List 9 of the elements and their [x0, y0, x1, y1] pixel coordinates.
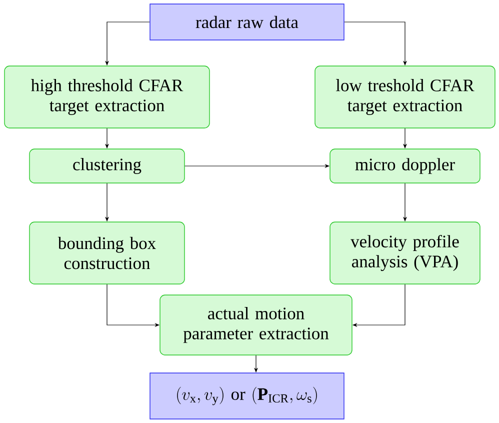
process-box: micro doppler — [330, 148, 480, 184]
process-box: low treshold CFAR target extraction — [314, 66, 496, 128]
data-box: $(v_\mathrm{x}, v_\mathrm{y})\text{ or }(\mathbf{P}_\mathrm{ICR}, \omega_\mathrm{s})$ — [150, 372, 344, 420]
process-box: bounding box construction — [29, 222, 185, 284]
process-box: clustering — [29, 148, 185, 184]
data-box: radar raw data — [150, 4, 344, 40]
process-box: velocity profile analysis (VPA) — [330, 222, 480, 284]
process-box: high threshold CFAR target extraction — [4, 66, 210, 128]
process-box: actual motion parameter extraction — [160, 294, 352, 356]
